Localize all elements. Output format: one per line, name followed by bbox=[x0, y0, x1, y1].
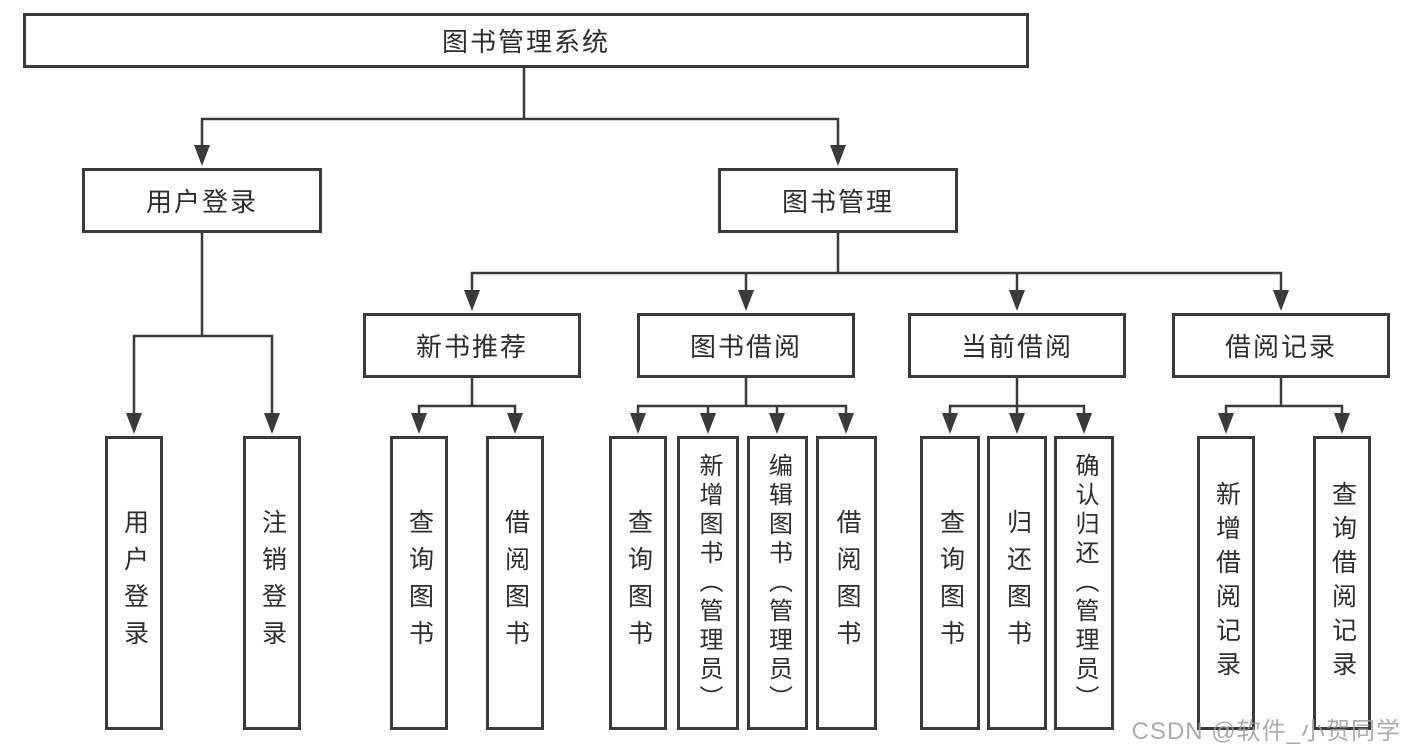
leaf-label: 确认归还（管理员） bbox=[1071, 452, 1098, 714]
leaf-records-add-record: 新增借阅记录 bbox=[1197, 436, 1255, 730]
connector-new-book-recommend-to-leaves bbox=[417, 376, 517, 419]
leaf-recommend-query-books: 查询图书 bbox=[390, 436, 448, 730]
arrowhead-icon bbox=[838, 413, 854, 434]
leaf-logout-login: 注销登录 bbox=[243, 436, 301, 730]
leaf-borrow-add-books-admin: 新增图书（管理员） bbox=[677, 436, 739, 730]
leaf-label: 借阅图书 bbox=[501, 509, 530, 657]
arrowhead-icon bbox=[507, 413, 523, 434]
leaf-borrow-borrow-books: 借阅图书 bbox=[816, 436, 877, 730]
leaf-label: 借阅图书 bbox=[833, 509, 861, 657]
connector-book-management-to-level3 bbox=[470, 231, 1283, 296]
node-label: 新书推荐 bbox=[415, 332, 528, 362]
arrowhead-icon bbox=[194, 145, 210, 166]
arrowhead-icon bbox=[1273, 290, 1289, 311]
leaf-user-login: 用户登录 bbox=[105, 436, 163, 730]
node-label: 当前借阅 bbox=[960, 332, 1073, 362]
connector-current-borrow-to-leaves bbox=[948, 376, 1086, 419]
leaf-label: 查询图书 bbox=[936, 509, 965, 657]
arrowhead-icon bbox=[700, 413, 716, 434]
node-label: 图书管理 bbox=[781, 187, 894, 217]
arrowhead-icon bbox=[630, 413, 646, 434]
arrowhead-icon bbox=[264, 413, 280, 434]
arrowhead-icon bbox=[1009, 413, 1025, 434]
arrowhead-icon bbox=[1334, 413, 1350, 434]
leaf-label: 新增图书（管理员） bbox=[695, 452, 722, 714]
leaf-label: 用户登录 bbox=[120, 509, 149, 657]
connector-user-login-to-leaves bbox=[132, 231, 274, 419]
leaf-label: 查询图书 bbox=[624, 509, 653, 657]
leaf-current-query-books: 查询图书 bbox=[920, 436, 980, 730]
leaf-records-query-record: 查询借阅记录 bbox=[1313, 436, 1371, 730]
csdn-watermark: CSDN @软件_小贺同学 bbox=[1131, 718, 1401, 745]
arrowhead-icon bbox=[464, 290, 480, 311]
node-new-book-recommend: 新书推荐 bbox=[363, 313, 581, 378]
arrowhead-icon bbox=[126, 413, 142, 434]
node-current-borrow: 当前借阅 bbox=[908, 313, 1126, 378]
node-book-borrow: 图书借阅 bbox=[637, 313, 855, 378]
node-user-login: 用户登录 bbox=[82, 168, 322, 233]
leaf-label: 注销登录 bbox=[258, 509, 287, 657]
node-library-management-system: 图书管理系统 bbox=[23, 13, 1029, 68]
leaf-label: 编辑图书（管理员） bbox=[764, 452, 792, 714]
connector-book-borrow-to-leaves bbox=[636, 376, 848, 419]
leaf-label: 新增借阅记录 bbox=[1212, 481, 1241, 685]
leaf-borrow-edit-books-admin: 编辑图书（管理员） bbox=[747, 436, 808, 730]
arrowhead-icon bbox=[1218, 413, 1234, 434]
leaf-label: 查询图书 bbox=[405, 509, 434, 657]
node-label: 用户登录 bbox=[145, 187, 258, 217]
arrowhead-icon bbox=[1009, 290, 1025, 311]
connector-borrow-records-to-leaves bbox=[1224, 376, 1344, 419]
arrowhead-icon bbox=[830, 145, 846, 166]
node-label: 借阅记录 bbox=[1224, 332, 1337, 362]
arrowhead-icon bbox=[738, 290, 754, 311]
node-label: 图书管理系统 bbox=[441, 27, 610, 57]
leaf-current-confirm-return-admin: 确认归还（管理员） bbox=[1054, 436, 1114, 730]
leaf-label: 查询借阅记录 bbox=[1328, 481, 1357, 685]
arrowhead-icon bbox=[769, 413, 785, 434]
leaf-borrow-query-books: 查询图书 bbox=[609, 436, 667, 730]
arrowhead-icon bbox=[411, 413, 427, 434]
leaf-recommend-borrow-books: 借阅图书 bbox=[486, 436, 544, 730]
arrowhead-icon bbox=[1076, 413, 1092, 434]
node-label: 图书借阅 bbox=[689, 332, 802, 362]
node-borrow-records: 借阅记录 bbox=[1172, 313, 1390, 378]
connector-root-to-level2 bbox=[200, 66, 840, 151]
leaf-current-return-books: 归还图书 bbox=[987, 436, 1047, 730]
leaf-label: 归还图书 bbox=[1003, 509, 1032, 657]
arrowhead-icon bbox=[942, 413, 958, 434]
node-book-management: 图书管理 bbox=[718, 168, 958, 233]
arrowhead-icons bbox=[126, 145, 1350, 434]
